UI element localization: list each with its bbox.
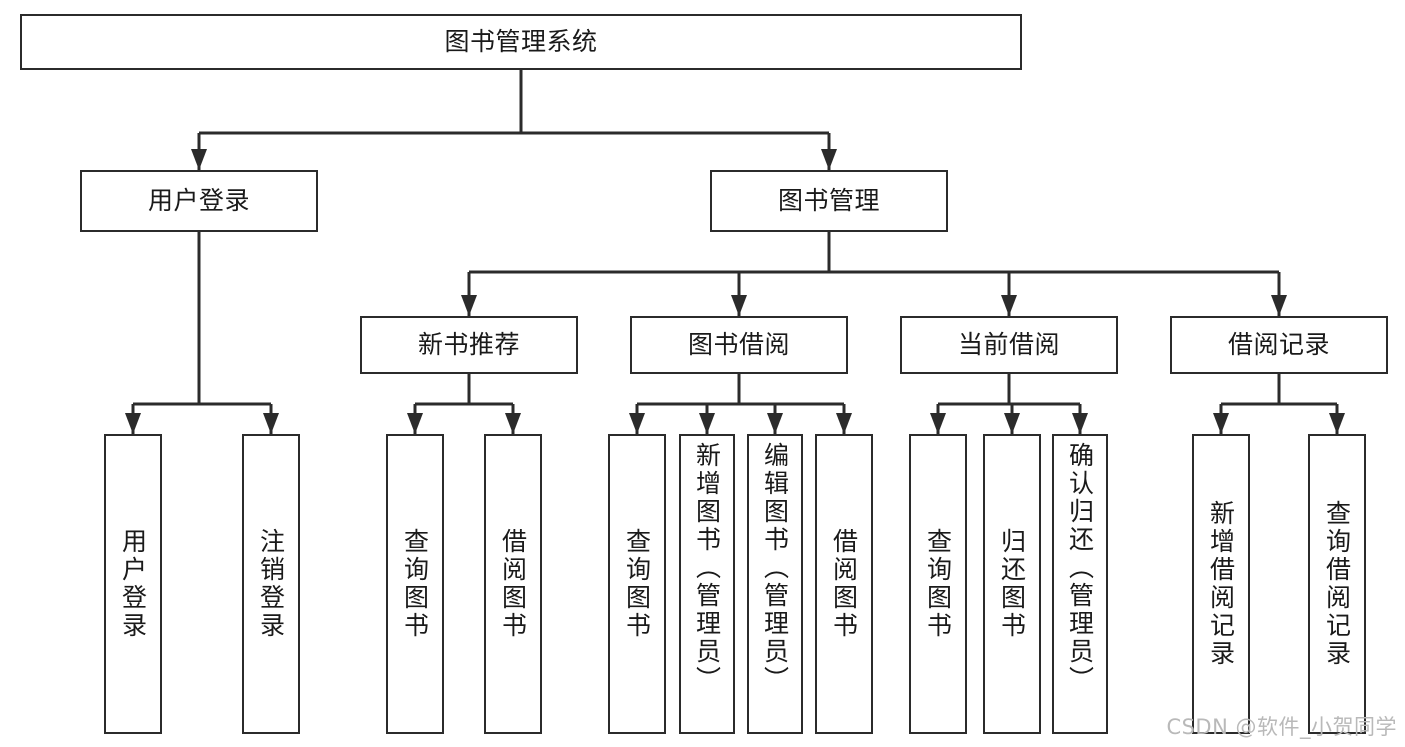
node-book-manage[interactable]: 图书管理 [710,170,948,232]
node-root-label: 图书管理系统 [444,26,598,56]
node-leaf-borrow-book-2-label: 借阅图书 [829,528,859,640]
node-leaf-return-book-label: 归还图书 [997,528,1027,640]
node-leaf-logout-label: 注销登录 [256,528,286,640]
node-book-manage-label: 图书管理 [777,185,880,215]
node-leaf-query-book-2-label: 查询图书 [622,528,652,640]
node-leaf-user-login-label: 用户登录 [118,528,148,640]
node-leaf-confirm-return-label: 确认归还（管理员） [1065,442,1095,694]
watermark-text: CSDN @软件_小贺同学 [1166,715,1397,739]
node-leaf-query-book-3-label: 查询图书 [923,528,953,640]
node-leaf-query-book-1[interactable]: 查询图书 [386,434,444,734]
node-book-borrow-label: 图书借阅 [687,329,790,359]
node-leaf-user-login[interactable]: 用户登录 [104,434,162,734]
node-leaf-borrow-book-1-label: 借阅图书 [498,528,528,640]
node-leaf-add-book[interactable]: 新增图书（管理员） [679,434,735,734]
node-leaf-logout[interactable]: 注销登录 [242,434,300,734]
node-new-book-rec[interactable]: 新书推荐 [360,316,578,374]
node-book-borrow[interactable]: 图书借阅 [630,316,848,374]
node-current-borrow-label: 当前借阅 [957,329,1060,359]
node-leaf-edit-book-label: 编辑图书（管理员） [760,442,790,694]
node-borrow-record[interactable]: 借阅记录 [1170,316,1388,374]
node-borrow-record-label: 借阅记录 [1227,329,1330,359]
node-root[interactable]: 图书管理系统 [20,14,1022,70]
node-leaf-query-record[interactable]: 查询借阅记录 [1308,434,1366,734]
node-leaf-borrow-book-2[interactable]: 借阅图书 [815,434,873,734]
node-leaf-edit-book[interactable]: 编辑图书（管理员） [747,434,803,734]
node-leaf-query-book-1-label: 查询图书 [400,528,430,640]
node-current-borrow[interactable]: 当前借阅 [900,316,1118,374]
node-leaf-add-record-label: 新增借阅记录 [1206,500,1236,668]
node-leaf-add-book-label: 新增图书（管理员） [692,442,722,694]
node-leaf-query-record-label: 查询借阅记录 [1322,500,1352,668]
node-user-login[interactable]: 用户登录 [80,170,318,232]
node-leaf-borrow-book-1[interactable]: 借阅图书 [484,434,542,734]
node-new-book-rec-label: 新书推荐 [417,329,520,359]
node-leaf-confirm-return[interactable]: 确认归还（管理员） [1052,434,1108,734]
node-leaf-query-book-2[interactable]: 查询图书 [608,434,666,734]
node-leaf-add-record[interactable]: 新增借阅记录 [1192,434,1250,734]
node-user-login-label: 用户登录 [147,185,250,215]
node-leaf-return-book[interactable]: 归还图书 [983,434,1041,734]
node-leaf-query-book-3[interactable]: 查询图书 [909,434,967,734]
